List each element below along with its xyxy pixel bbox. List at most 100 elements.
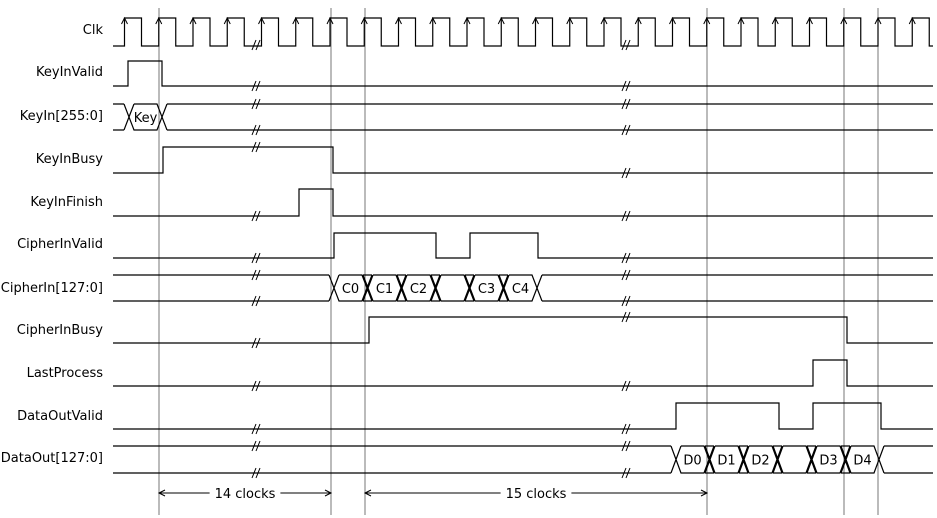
clk-rising-edge-marker (532, 16, 539, 25)
time-break-mark (251, 141, 261, 153)
dataout-value-cell (704, 445, 749, 474)
time-break-mark (621, 124, 631, 136)
time-break-mark (251, 98, 261, 110)
time-break-mark (621, 252, 631, 264)
dataout-value-label: D3 (819, 454, 837, 469)
dataout-value-label: D0 (683, 454, 701, 469)
signal-label-clk: Clk (83, 23, 104, 38)
dataoutvalid-waveform (113, 402, 933, 430)
time-break-marks (251, 39, 631, 479)
clk-rising-edge-marker (874, 16, 882, 25)
time-break-mark (621, 467, 631, 479)
cipherin-value-cell (498, 274, 543, 302)
time-break-mark (621, 39, 631, 51)
time-break-mark (251, 423, 261, 435)
clk-rising-edge-marker (463, 16, 471, 25)
cipherin-idle-lines (113, 274, 933, 302)
clk-rising-edge-marker (189, 16, 197, 25)
clk-rising-edge-marker (806, 16, 813, 25)
keyin-value-cell (123, 103, 168, 131)
dataout-value-label: D4 (853, 454, 871, 469)
dataout-idle-lines (113, 445, 933, 474)
clk-rising-edge-marker (223, 16, 231, 25)
signal-labels: ClkKeyInValidKeyIn[255:0]KeyInBusyKeyInF… (1, 23, 104, 466)
clk-rising-edge-marker (497, 16, 505, 25)
cipherin-value-label: C4 (512, 282, 529, 297)
signal-label-keyin: KeyIn[255:0] (20, 109, 103, 124)
time-break-mark (251, 80, 261, 92)
measure-arrowhead-right (324, 489, 333, 497)
signal-label-keyinvalid: KeyInValid (36, 65, 103, 80)
clk-rising-edge-marker (634, 16, 642, 25)
clk-waveform (113, 17, 933, 47)
dataout-value-label: D2 (751, 454, 769, 469)
signal-label-dataout: DataOut[127:0] (1, 451, 103, 466)
measurements: 14 clocks 15 clocks (157, 487, 709, 502)
time-break-mark (251, 269, 261, 281)
cipherin-value-label: C0 (342, 282, 359, 297)
measure-label-m1: 14 clocks (215, 487, 276, 502)
clk-rising-edge-marker (669, 16, 676, 25)
time-break-mark (621, 311, 631, 323)
measure-arrowhead-left (157, 489, 166, 497)
cipherin-value-cell (430, 274, 475, 302)
measure-arrowhead-left (363, 489, 372, 497)
clk-rising-edge-marker (121, 16, 128, 25)
time-break-mark (251, 124, 261, 136)
time-break-mark (621, 167, 631, 179)
time-break-mark (251, 440, 261, 452)
clk-rising-edge-marker (326, 16, 334, 25)
cipherinbusy-waveform (113, 316, 933, 344)
time-break-mark (251, 39, 261, 51)
signal-label-keyinfinish: KeyInFinish (30, 195, 103, 210)
keyin-value-label: Key (134, 111, 158, 126)
dataout-value-cell (840, 445, 885, 474)
time-break-mark (251, 380, 261, 392)
clk-rising-edge-marker (840, 16, 848, 25)
dataout-value-cell (806, 445, 851, 474)
signal-label-lastprocess: LastProcess (27, 366, 104, 381)
measure-label-m2: 15 clocks (506, 487, 567, 502)
dataout-value-label: D1 (717, 454, 735, 469)
cipherin-value-cell (396, 274, 441, 302)
clk-rising-edge-marker (771, 16, 779, 25)
keyinvalid-waveform (113, 60, 933, 87)
cipherin-value-cell (328, 274, 373, 302)
clk-rising-edge-marker (600, 16, 608, 25)
clk-rising-edge-marker (908, 16, 916, 25)
time-break-mark (251, 295, 261, 307)
measure-arrowhead-right (700, 489, 709, 497)
time-break-mark (621, 210, 631, 222)
clk-rising-edge-marker (737, 16, 745, 25)
time-break-mark (251, 252, 261, 264)
time-break-mark (621, 295, 631, 307)
time-break-mark (621, 423, 631, 435)
time-break-mark (621, 269, 631, 281)
dataout-value-cell (738, 445, 783, 474)
signal-label-cipherin: CipherIn[127:0] (1, 281, 103, 296)
clk-rising-edge-marker (155, 16, 163, 25)
keyinfinish-waveform (113, 188, 933, 217)
keyin-idle-lines (113, 103, 933, 131)
signal-label-dataoutvalid: DataOutValid (17, 409, 103, 424)
lastprocess-waveform (113, 359, 933, 387)
cipherin-value-label: C1 (376, 282, 393, 297)
dataout-value-cell (772, 445, 817, 474)
time-break-mark (621, 80, 631, 92)
time-break-mark (621, 440, 631, 452)
cipherin-value-cell (464, 274, 509, 302)
cipherin-value-cell (362, 274, 407, 302)
dataout-value-cell (670, 445, 715, 474)
clk-rising-edge-marker (395, 16, 402, 25)
cipherinvalid-waveform (113, 232, 933, 259)
cipherin-value-label: C3 (478, 282, 495, 297)
time-break-mark (251, 210, 261, 222)
signal-label-cipherinvalid: CipherInValid (17, 237, 103, 252)
cipherin-value-label: C2 (410, 282, 427, 297)
guide-lines (158, 8, 879, 515)
time-break-mark (251, 337, 261, 349)
clk-rising-edge-marker (258, 16, 265, 25)
clk-rising-edge-marker (703, 16, 711, 25)
clk-rising-edge-marker (360, 16, 368, 25)
